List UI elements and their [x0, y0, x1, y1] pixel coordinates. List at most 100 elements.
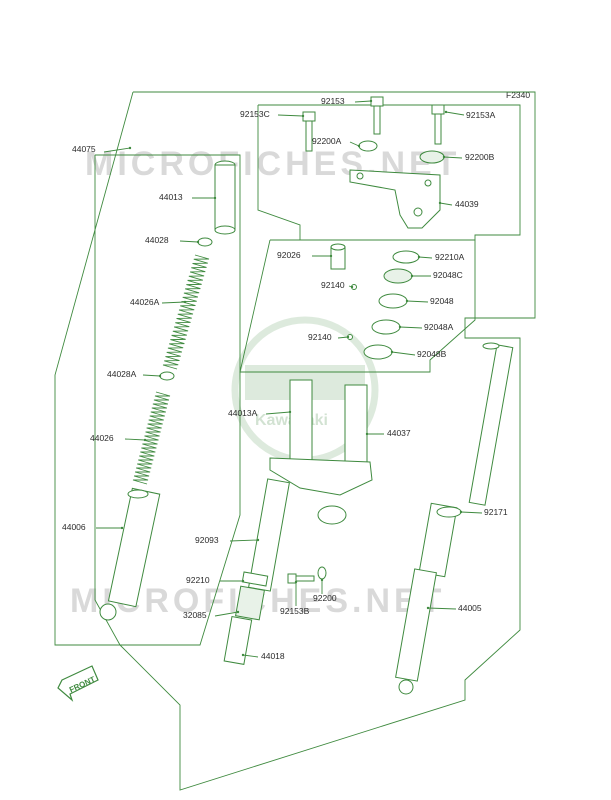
bolt-92153b [287, 573, 315, 584]
part-label-44013a: 44013A [228, 408, 258, 418]
part-label-44026a: 44026A [130, 297, 160, 307]
spring-44026a [162, 254, 210, 370]
leader-dot [438, 201, 442, 205]
leader-dot [410, 274, 414, 278]
part-label-92048b: 92048B [417, 349, 447, 359]
stem-44037 [269, 379, 373, 525]
outer-44018 [223, 616, 253, 665]
spring-coil [132, 391, 171, 485]
leader-line [399, 326, 423, 329]
tube-44013 [214, 160, 236, 235]
bracket-44039 [349, 169, 441, 229]
nut-92048c [383, 268, 413, 284]
leader-line [277, 114, 304, 117]
bearing-92048a [371, 319, 401, 335]
leader-line [354, 100, 372, 103]
leader-line [443, 156, 463, 159]
leader-dot [256, 538, 260, 542]
leader-dot [357, 144, 361, 148]
leader-dot [426, 606, 430, 610]
collar-44028 [197, 237, 213, 247]
part-label-92140: 92140 [321, 280, 345, 290]
part-label-44018: 44018 [261, 651, 285, 661]
leader-line [161, 301, 186, 304]
leader-dot [459, 510, 463, 514]
part-label-44037: 44037 [387, 428, 411, 438]
damper-44006 [99, 487, 161, 621]
collar-44028a [159, 371, 175, 381]
leader-dot [369, 99, 373, 103]
part-label-44026: 44026 [90, 433, 114, 443]
leader-dot [320, 578, 324, 582]
leader-line [337, 336, 349, 339]
washer-92200b [419, 150, 445, 164]
part-label-44028a: 44028A [107, 369, 137, 379]
part-label-92026: 92026 [277, 250, 301, 260]
leader-line [142, 374, 161, 377]
part-labels: 4407592153C9215392153A92200A92200B440394… [62, 96, 508, 661]
part-label-92093: 92093 [195, 535, 219, 545]
leader-dot [288, 410, 292, 414]
leader-line [179, 240, 199, 243]
leader-dot [213, 196, 217, 200]
part-label-92140: 92140 [308, 332, 332, 342]
fork-44005 [395, 342, 514, 695]
leader-dot [442, 155, 446, 159]
part-label-44013: 44013 [159, 192, 183, 202]
leader-dot [390, 350, 394, 354]
leader-dot [346, 335, 350, 339]
leader-line [103, 147, 131, 153]
leader-line [445, 111, 465, 116]
part-label-92210a: 92210A [435, 252, 465, 262]
leader-line [391, 351, 416, 356]
part-label-92153a: 92153A [466, 110, 496, 120]
leader-line [229, 539, 259, 542]
leader-line [349, 141, 360, 147]
leader-dot [143, 438, 147, 442]
part-label-44075: 44075 [72, 144, 96, 154]
bolt-92153a [431, 104, 445, 145]
part-label-92048a: 92048A [424, 322, 454, 332]
leader-dot [350, 285, 354, 289]
leader-line [406, 300, 429, 303]
leader-line [439, 202, 453, 206]
part-label-44028: 44028 [145, 235, 169, 245]
part-label-92153: 92153 [321, 96, 345, 106]
spring-coil [162, 254, 210, 370]
leader-dot [196, 240, 200, 244]
leader-line [418, 256, 433, 259]
part-label-44005: 44005 [458, 603, 482, 613]
leader-dot [405, 299, 409, 303]
leader-line [242, 654, 259, 658]
leader-line [427, 607, 457, 610]
leader-line [460, 511, 483, 514]
part-label-44006: 44006 [62, 522, 86, 532]
leader-dot [365, 432, 369, 436]
washer-92200a [358, 140, 378, 152]
leader-dot [444, 110, 448, 114]
leader-dot [158, 374, 162, 378]
leader-dot [301, 114, 305, 118]
part-label-92200b: 92200B [465, 152, 495, 162]
leader-dot [241, 579, 245, 583]
leader-dot [183, 300, 187, 304]
part-label-92200a: 92200A [312, 136, 342, 146]
spring-44026 [132, 391, 171, 485]
bearing-92048 [378, 293, 408, 309]
left-fork-frame [94, 154, 241, 646]
leader-dot [236, 610, 240, 614]
part-label-92048c: 92048C [433, 270, 463, 280]
leader-line [214, 611, 239, 617]
leader-line [265, 411, 291, 415]
leader-lines [96, 99, 483, 658]
outer-frame [54, 91, 536, 791]
part-label-92210: 92210 [186, 575, 210, 585]
boot-32085 [234, 585, 266, 621]
part-label-92153c: 92153C [240, 109, 270, 119]
washer-92210a [392, 250, 420, 264]
leader-dot [241, 653, 245, 657]
leader-dot [417, 255, 421, 259]
leader-dot [329, 254, 333, 258]
leader-line [124, 438, 146, 441]
front-arrow-icon: FRONT [57, 665, 99, 702]
